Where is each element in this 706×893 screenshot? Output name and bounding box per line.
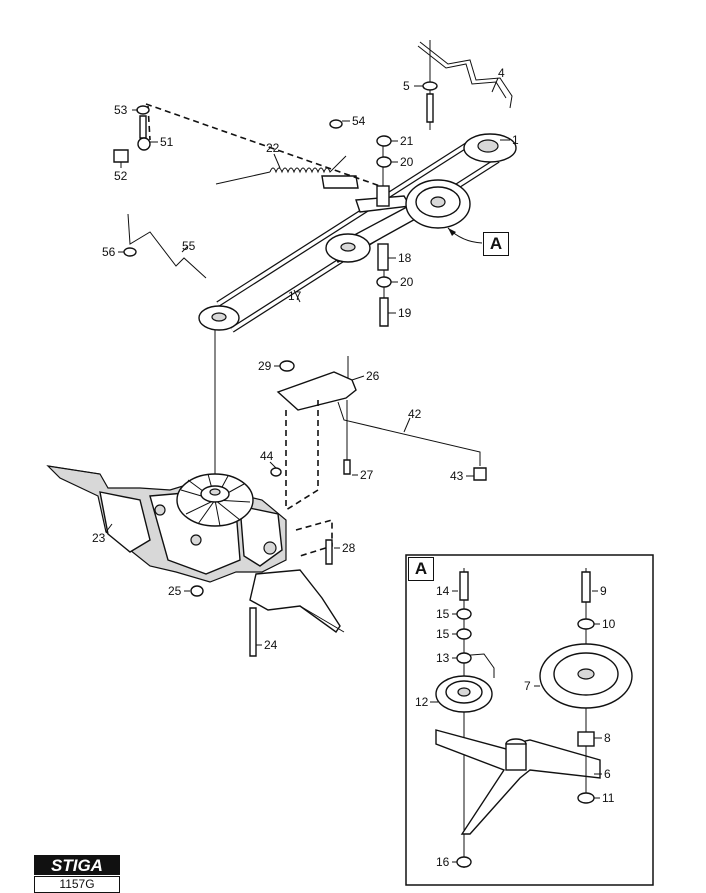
part-label-11: 11 [602, 791, 615, 805]
part-label-26: 26 [366, 369, 380, 383]
part-label-52: 52 [114, 169, 128, 183]
part-label-27: 27 [360, 468, 374, 482]
part-label-14: 14 [436, 584, 450, 598]
part-label-16: 16 [436, 855, 450, 869]
leader-lines [105, 77, 602, 863]
part-label-6: 6 [604, 767, 611, 781]
part-label-15b: 15 [436, 627, 450, 641]
detail-a-parts [435, 568, 633, 868]
document-code: 1157G [34, 876, 120, 893]
transmission-pulley [198, 305, 240, 331]
part-number-labels: 1 4 5 6 7 8 9 10 11 12 13 14 15 15 16 17… [92, 66, 616, 869]
part-label-22: 22 [266, 141, 280, 155]
part-label-20a: 20 [400, 155, 414, 169]
part-label-8: 8 [604, 731, 611, 745]
part-label-25: 25 [168, 584, 182, 598]
part-label-17: 17 [288, 289, 302, 303]
part-label-20b: 20 [400, 275, 414, 289]
idler-pulley-7 [405, 179, 471, 229]
part-label-1: 1 [512, 133, 519, 147]
part-label-21: 21 [400, 134, 414, 148]
part-label-53: 53 [114, 103, 128, 117]
cooling-fan [176, 473, 254, 527]
part-label-42: 42 [408, 407, 422, 421]
detail-box-label: A [408, 557, 434, 581]
part-label-54: 54 [352, 114, 366, 128]
part-label-28: 28 [342, 541, 356, 555]
part-label-13: 13 [436, 651, 450, 665]
part-label-5: 5 [403, 79, 410, 93]
stiga-logo-mark: STIGA [34, 855, 120, 875]
part-label-29: 29 [258, 359, 272, 373]
part-label-15a: 15 [436, 607, 450, 621]
part-label-9: 9 [600, 584, 607, 598]
part-label-4: 4 [498, 66, 505, 80]
part-label-24: 24 [264, 638, 278, 652]
detail-box-frame [405, 554, 654, 886]
part-label-56: 56 [102, 245, 116, 259]
spacer-post [376, 185, 390, 271]
part-label-55: 55 [182, 239, 196, 253]
part-label-7: 7 [524, 679, 531, 693]
engine-pulley-1 [463, 133, 517, 163]
part-label-10: 10 [602, 617, 616, 631]
part-label-51: 51 [160, 135, 174, 149]
part-label-43: 43 [450, 469, 464, 483]
idler-pulley-12 [325, 233, 371, 263]
part-label-44: 44 [260, 449, 274, 463]
detail-callout-a: A [483, 232, 509, 256]
part-label-12: 12 [415, 695, 429, 709]
brand-logo: STIGA 1157G [34, 855, 120, 893]
part-label-18: 18 [398, 251, 412, 265]
part-label-19: 19 [398, 306, 412, 320]
svg-text:STIGA: STIGA [51, 856, 103, 875]
part-label-23: 23 [92, 531, 106, 545]
